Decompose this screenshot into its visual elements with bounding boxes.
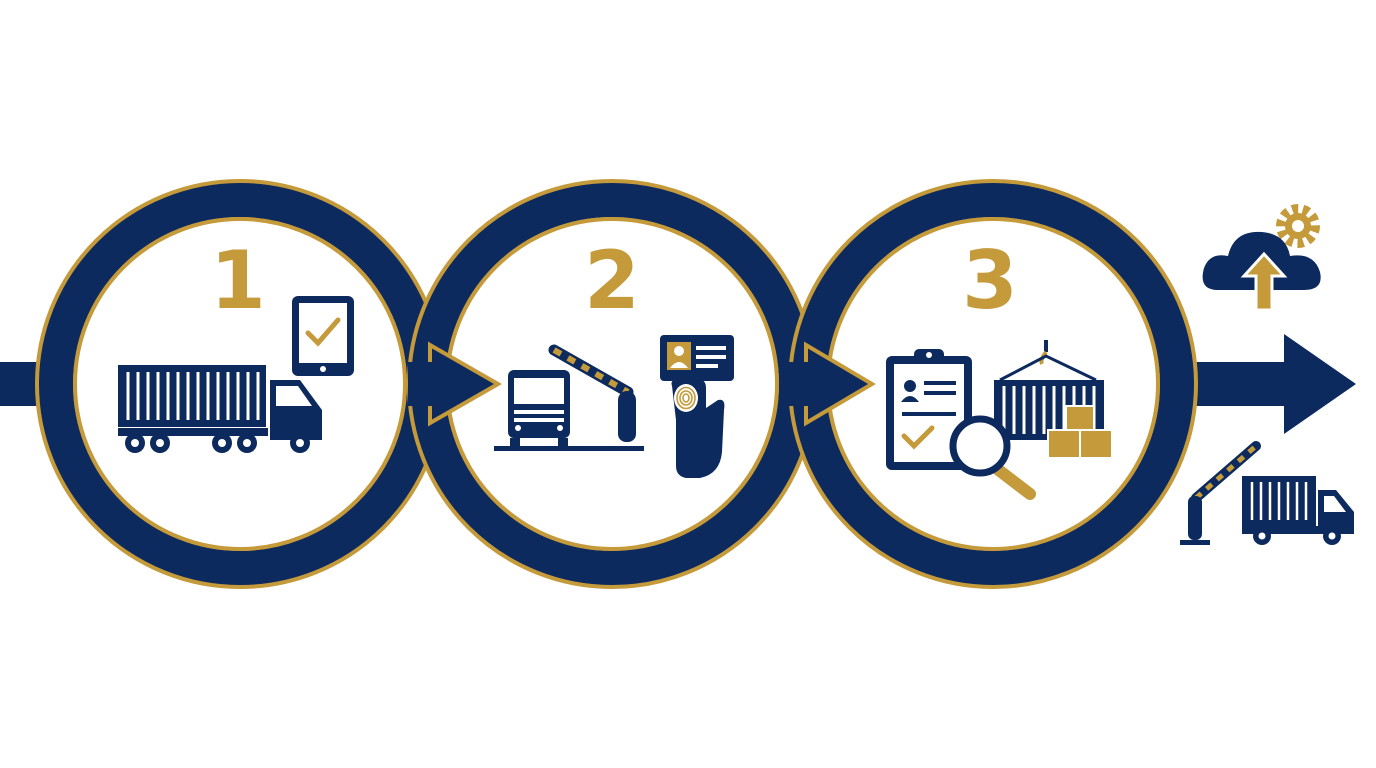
chevron-arrow-1 [408, 341, 503, 427]
boxes-icon [1047, 405, 1113, 459]
step-1-number: 1 [210, 234, 266, 327]
truck-front-icon [494, 370, 644, 451]
boom-barrier-icon [548, 344, 636, 442]
tablet-check-icon [292, 296, 354, 376]
cloud-upload-gear-icon [1202, 204, 1321, 312]
chevron-arrow-2 [784, 341, 876, 427]
step-2-number: 2 [584, 234, 640, 327]
fingerprint-hand-icon [671, 380, 725, 478]
gear-icon [1276, 204, 1320, 248]
container-truck-icon [118, 365, 322, 453]
magnifier-icon [949, 415, 1036, 500]
barrier-truck-exit-icon [1180, 441, 1354, 545]
step-3-number: 3 [962, 234, 1018, 327]
id-card-icon [660, 335, 734, 381]
